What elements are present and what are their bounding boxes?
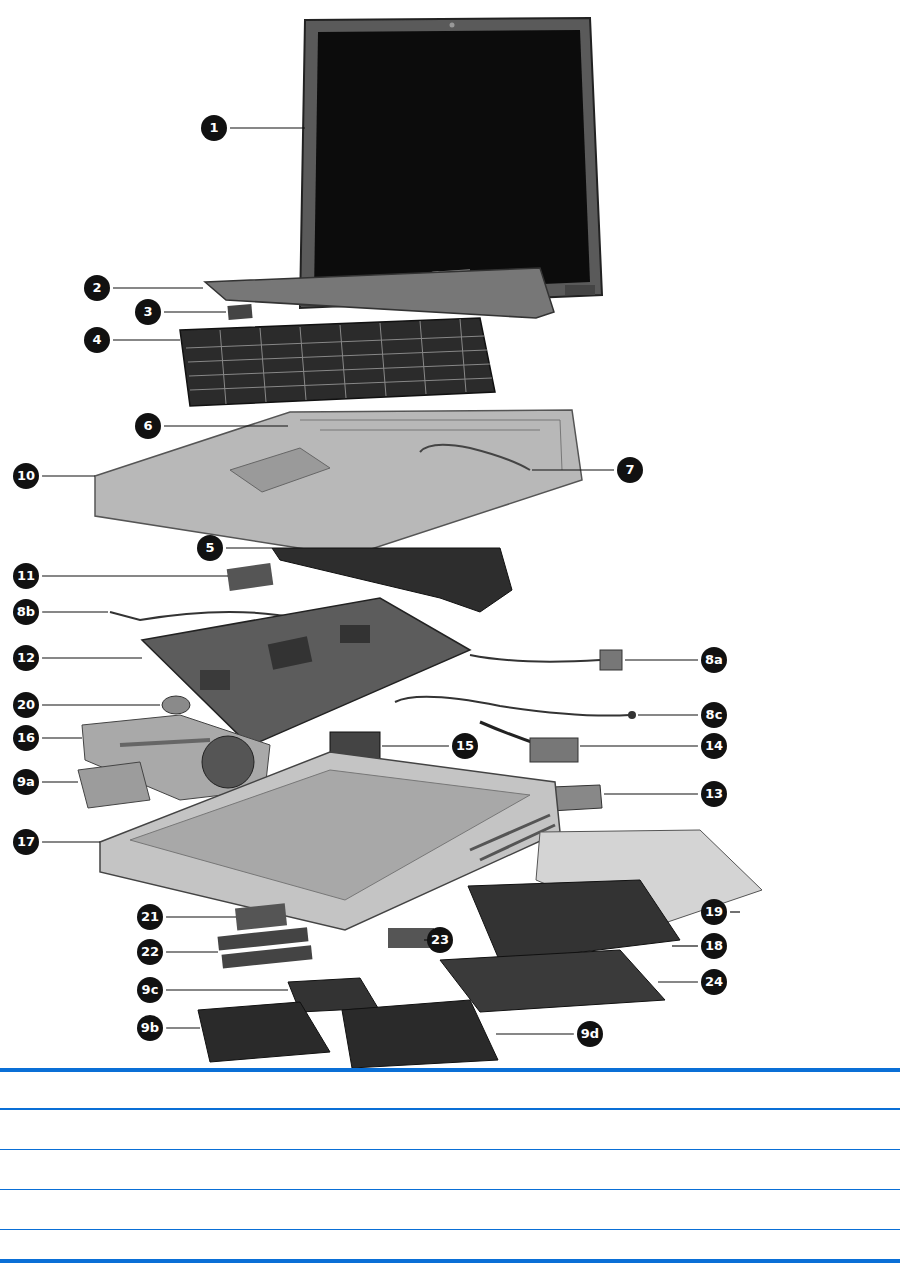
rtc-battery	[162, 696, 190, 714]
callout-number: 8a	[701, 647, 727, 673]
cable	[395, 697, 630, 716]
cable	[420, 445, 530, 470]
leader-line	[230, 127, 305, 128]
leader-line	[658, 981, 698, 982]
top-cover	[95, 410, 582, 556]
callout-number: 4	[84, 327, 110, 353]
callout-number: 9b	[137, 1015, 163, 1041]
small-board	[227, 304, 252, 320]
leader-line	[638, 714, 698, 715]
leader-line	[164, 425, 288, 426]
callout-number: 5	[197, 535, 223, 561]
cable	[470, 655, 600, 662]
callout-number: 13	[701, 781, 727, 807]
leader-line	[42, 737, 82, 738]
callout-number: 19	[701, 899, 727, 925]
cover-plate	[78, 762, 150, 808]
leader-line	[166, 989, 288, 990]
callout-number: 16	[13, 725, 39, 751]
leader-line	[42, 841, 100, 842]
hard-drive	[440, 950, 665, 1012]
connector	[600, 650, 622, 670]
leader-line	[226, 547, 272, 548]
leader-line	[42, 475, 95, 476]
leader-line	[113, 287, 203, 288]
cover	[342, 1000, 498, 1068]
leader-line	[382, 745, 449, 746]
callout-number: 7	[617, 457, 643, 483]
leader-line	[42, 657, 142, 658]
callout-number: 11	[13, 563, 39, 589]
callout-number: 12	[13, 645, 39, 671]
callout-number: 9d	[577, 1021, 603, 1047]
callout-number: 9a	[13, 769, 39, 795]
callout-number: 6	[135, 413, 161, 439]
leader-line	[672, 945, 698, 946]
leader-line	[166, 916, 236, 917]
callout-number: 21	[137, 904, 163, 930]
leader-line	[42, 575, 228, 576]
callout-number: 20	[13, 692, 39, 718]
callout-number: 17	[13, 829, 39, 855]
callout-number: 10	[13, 463, 39, 489]
callout-number: 14	[701, 733, 727, 759]
callout-number: 3	[135, 299, 161, 325]
leader-line	[496, 1033, 574, 1034]
callout-number: 18	[701, 933, 727, 959]
callout-number: 15	[452, 733, 478, 759]
leader-line	[730, 911, 740, 912]
callout-number: 1	[201, 115, 227, 141]
leader-line	[166, 1027, 200, 1028]
callout-number: 22	[137, 939, 163, 965]
usb-board	[480, 722, 578, 762]
leader-line	[113, 339, 180, 340]
cover	[198, 1002, 330, 1062]
leader-line	[166, 951, 218, 952]
table-rules	[0, 1068, 900, 1263]
leader-line	[625, 659, 698, 660]
callout-number: 9c	[137, 977, 163, 1003]
leader-line	[42, 781, 78, 782]
leader-line	[42, 611, 108, 612]
keyboard-cover	[205, 268, 554, 318]
callout-number: 8c	[701, 702, 727, 728]
module-card	[227, 563, 274, 591]
callout-number: 2	[84, 275, 110, 301]
module-card	[235, 903, 287, 930]
leader-line	[532, 469, 614, 470]
display-assembly	[300, 18, 602, 308]
callout-number: 24	[701, 969, 727, 995]
callout-number: 23	[427, 927, 453, 953]
speaker-assembly	[272, 548, 512, 612]
memory-module	[222, 945, 313, 968]
callout-number: 8b	[13, 599, 39, 625]
leader-line	[580, 745, 698, 746]
battery	[468, 880, 680, 962]
leader-line	[42, 704, 160, 705]
leader-line	[164, 311, 226, 312]
leader-line	[604, 793, 698, 794]
keyboard	[180, 318, 495, 406]
